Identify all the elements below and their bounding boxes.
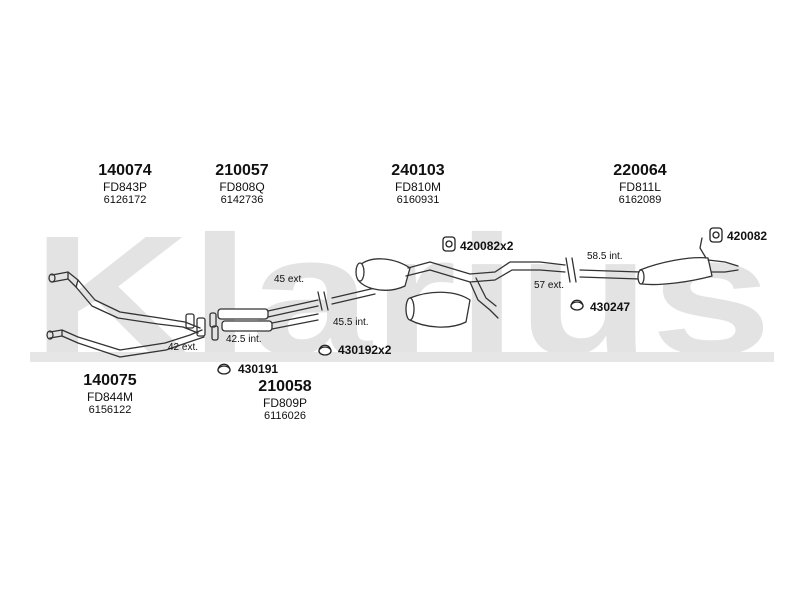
hardware-label-430191: 430191 xyxy=(238,362,279,376)
center-outlet-pipe xyxy=(405,261,566,319)
mid-joint-ticks xyxy=(317,291,329,311)
part-code: FD808Q xyxy=(219,180,265,194)
part-number: 140075 xyxy=(83,372,137,389)
watermark-underline xyxy=(30,352,774,362)
rear-joint-ticks xyxy=(565,257,577,283)
part-label-240103: 240103 FD810M 6160931 xyxy=(378,162,458,206)
part-ref: 6156122 xyxy=(88,404,132,416)
front-pipe-upper xyxy=(48,271,201,334)
front-pipe-lower xyxy=(46,329,205,358)
part-number: 220064 xyxy=(613,162,667,179)
part-code: FD809P xyxy=(262,396,308,410)
part-code: FD811L xyxy=(619,180,661,194)
part-ref: 6162089 xyxy=(618,194,662,206)
part-code: FD844M xyxy=(86,390,133,404)
rubber-mount-icon-420082x2 xyxy=(442,236,456,252)
dimension-label-45-5-int: 45.5 int. xyxy=(333,317,369,328)
part-code: FD843P xyxy=(102,180,148,194)
center-silencer-upper xyxy=(355,258,411,291)
part-number: 210057 xyxy=(215,162,269,179)
center-inlet-pipes xyxy=(331,287,376,305)
part-ref: 6160931 xyxy=(396,194,440,206)
klarius-watermark-logo: Klarius xyxy=(32,222,772,372)
part-label-140074: 140074 FD843P 6126172 xyxy=(85,162,165,206)
dimension-label-42-ext: 42 ext. xyxy=(168,342,199,353)
clamp-icon-430247 xyxy=(570,299,584,311)
dimension-label-58-5-int: 58.5 int. xyxy=(587,251,623,262)
hardware-label-430247: 430247 xyxy=(590,300,631,314)
center-silencer-lower xyxy=(405,291,471,328)
part-number: 210058 xyxy=(258,378,312,395)
hardware-label-420082: 420082 xyxy=(727,229,768,243)
part-number: 140074 xyxy=(98,162,152,179)
part-label-210058: 210058 FD809P 6116026 xyxy=(245,378,325,422)
rubber-mount-icon-420082 xyxy=(709,227,723,243)
part-number: 240103 xyxy=(391,162,445,179)
clamp-icon-430191 xyxy=(217,363,231,375)
part-ref: 6126172 xyxy=(103,194,147,206)
dimension-label-45-ext: 45 ext. xyxy=(274,274,305,285)
part-ref: 6116026 xyxy=(263,410,306,422)
clamp-icon-430192x2 xyxy=(318,344,332,356)
part-label-220064: 220064 FD811L 6162089 xyxy=(600,162,680,206)
part-label-140075: 140075 FD844M 6156122 xyxy=(70,372,150,416)
twin-resonators xyxy=(217,299,319,332)
hardware-label-420082x2: 420082x2 xyxy=(460,239,514,253)
watermark-text: Klarius xyxy=(32,222,772,372)
hardware-label-430192x2: 430192x2 xyxy=(338,343,392,357)
part-code: FD810M xyxy=(394,180,441,194)
front-flanges xyxy=(185,312,219,341)
part-ref: 6142736 xyxy=(220,194,264,206)
dimension-label-57-ext: 57 ext. xyxy=(534,280,565,291)
rear-silencer xyxy=(579,237,739,286)
part-label-210057: 210057 FD808Q 6142736 xyxy=(202,162,282,206)
dimension-label-42-5-int: 42.5 int. xyxy=(226,334,262,345)
